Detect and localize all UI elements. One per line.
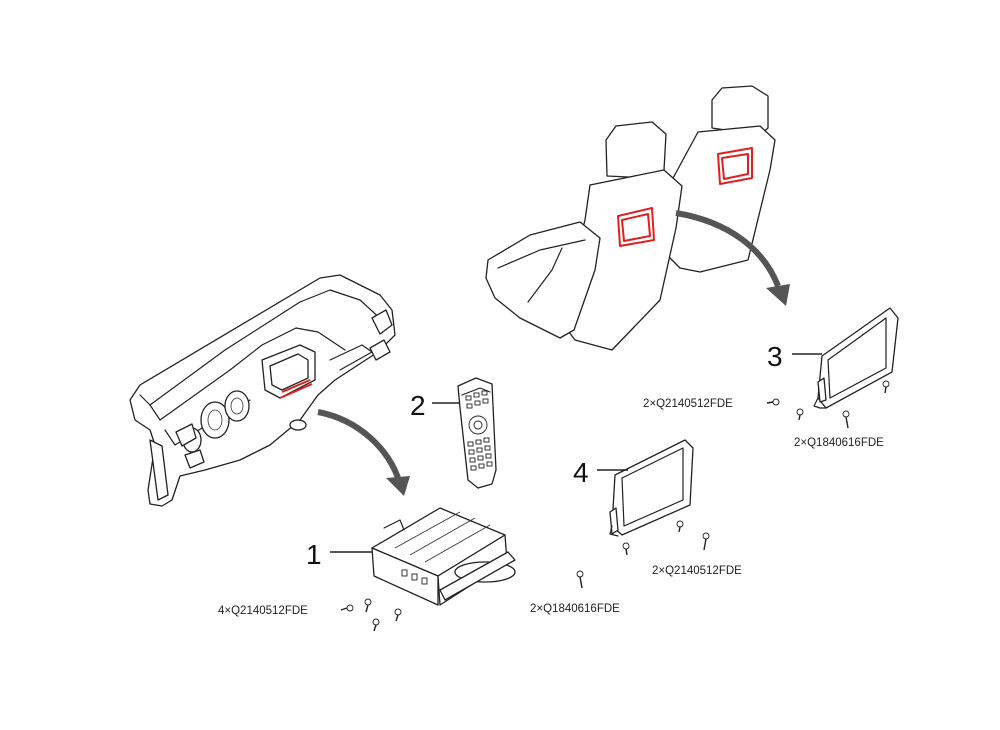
screw-icon [364,598,372,613]
callout-3: 3 [767,341,783,372]
screw-icon [340,604,354,612]
arrow-dashboard-to-headunit [317,409,410,496]
caption-monitor3-screws-a: 2×Q2140512FDE [643,398,733,410]
screw-icon [372,618,380,632]
screw-icon [676,520,684,533]
leader-lines [330,353,822,553]
arrow-seat-to-monitor [675,210,790,306]
headrest-monitor-3 [813,307,899,409]
screws [340,380,890,632]
headrest-monitor-4 [609,439,694,537]
screw-icon [842,410,850,429]
screw-icon [766,398,780,406]
callout-2: 2 [410,390,426,421]
dvd-head-unit [371,507,516,606]
callout-1: 1 [306,539,322,570]
seats-illustration [485,85,776,351]
screw-icon [394,608,402,622]
screw-icon [576,570,584,589]
caption-monitor3-screws-b: 2×Q1840616FDE [794,437,884,449]
caption-monitor4-screws-a: 2×Q2140512FDE [652,565,742,577]
screw-icon [882,380,890,394]
screw-icon [796,408,804,421]
screw-icon [702,532,710,551]
caption-headunit-screws: 4×Q2140512FDE [218,605,308,617]
screw-icon [622,542,630,556]
remote-control [457,377,497,489]
callout-4: 4 [573,457,589,488]
caption-monitor4-screws-b: 2×Q1840616FDE [530,603,620,615]
dashboard-illustration [129,274,396,507]
